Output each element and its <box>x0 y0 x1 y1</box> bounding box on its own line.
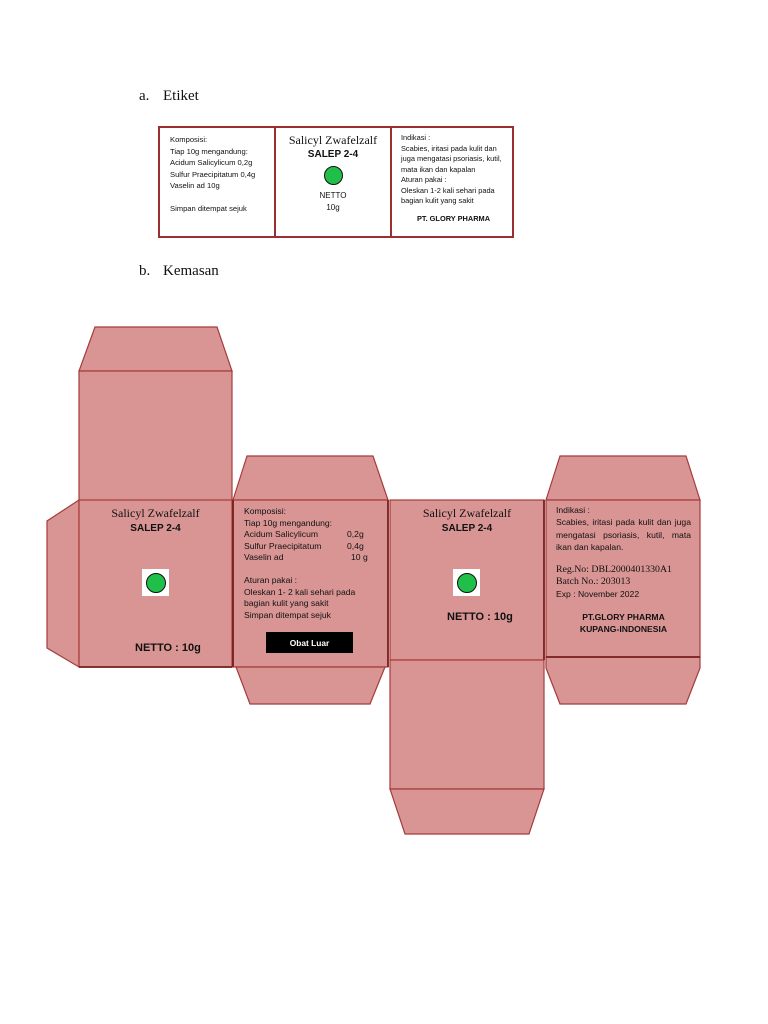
komposisi-line: Tiap 10g mengandung: <box>170 146 248 156</box>
brand-name: Salicyl Zwafelzalf <box>422 506 512 520</box>
reg-number: Reg.No: DBL2000401330A1 <box>556 563 672 575</box>
back-panel-text: Salicyl Zwafelzalf SALEP 2-4 <box>390 506 544 534</box>
back-bottom-flap <box>389 788 545 835</box>
side-right-top-flap <box>545 455 701 501</box>
brand-name: Salicyl Zwafelzalf <box>288 133 378 147</box>
aturan-line: Oleskan 1- 2 kali sehari pada <box>244 586 356 597</box>
product-name: SALEP 2-4 <box>307 149 359 160</box>
ingredient-qty: 10 g <box>351 552 368 563</box>
aturan-line: bagian kulit yang sakit <box>244 598 329 609</box>
green-circle-icon <box>456 572 477 593</box>
front-top-panel <box>78 370 233 502</box>
ingredient-row: Sulfur Praecipitatum 0,4g <box>244 541 380 553</box>
ingredient-qty: 0,4g <box>347 540 364 551</box>
ingredient-name: Sulfur Praecipitatum <box>244 540 322 551</box>
netto-value: 10g <box>326 203 340 212</box>
expiry-date: Exp : November 2022 <box>556 589 640 600</box>
front-panel-text: Salicyl Zwafelzalf SALEP 2-4 <box>79 506 232 534</box>
ingredient-name: Acidum Salicylicum <box>244 529 319 540</box>
komposisi-line: Vaselin ad 10g <box>170 181 220 190</box>
green-circle-icon <box>323 166 343 185</box>
product-name: SALEP 2-4 <box>441 523 493 534</box>
side-left-panel-text: Komposisi: Tiap 10g mengandung: Acidum S… <box>244 506 380 621</box>
heading-title: Kemasan <box>163 263 219 279</box>
spacer <box>556 554 691 564</box>
green-circle-icon <box>145 572 166 593</box>
side-left-top-flap <box>232 455 389 501</box>
company-name: PT.GLORY PHARMA <box>582 611 665 622</box>
back-bottom-panel <box>389 659 545 790</box>
glue-flap <box>46 498 80 669</box>
komposisi-line: Sulfur Praecipitatum 0,4g <box>170 169 256 179</box>
spacer <box>244 564 380 575</box>
batch-number: Batch No.: 203013 <box>556 576 631 588</box>
ingredient-row: Vaselin ad 10 g <box>244 552 380 564</box>
company-name: PT. GLORY PHARMA <box>416 213 491 223</box>
front-top-flap <box>78 326 233 372</box>
front-dot-box <box>142 569 169 596</box>
ingredient-name: Vaselin ad <box>244 552 284 563</box>
heading-letter: a. <box>139 88 150 104</box>
komposisi-line: Acidum Salicylicum 0,2g <box>170 158 253 167</box>
side-right-bottom-flap <box>545 656 701 705</box>
indikasi-title: Indikasi : <box>401 133 431 142</box>
brand-name: Salicyl Zwafelzalf <box>111 506 200 520</box>
company-location: KUPANG-INDONESIA <box>579 624 668 635</box>
heading-letter: b. <box>139 263 151 279</box>
aturan-text: Oleskan 1-2 kali sehari pada bagian kuli… <box>401 185 495 206</box>
netto-label: NETTO <box>319 191 347 200</box>
ingredient-row: Acidum Salicylicum 0,2g <box>244 529 380 541</box>
side-right-panel <box>545 499 701 658</box>
etiket-label: Komposisi: Tiap 10g mengandung: Acidum S… <box>158 126 514 238</box>
komposisi-title: Komposisi: <box>244 506 287 516</box>
side-left-bottom-flap <box>235 666 386 705</box>
heading-title: Etiket <box>163 88 199 104</box>
product-name: SALEP 2-4 <box>130 523 181 534</box>
aturan-title: Aturan pakai : <box>401 175 447 184</box>
etiket-brand-column: Salicyl Zwafelzalf SALEP 2-4 NETTO 10g <box>274 128 390 236</box>
etiket-komposisi-column: Komposisi: Tiap 10g mengandung: Acidum S… <box>160 128 274 236</box>
indikasi-text: Scabies, iritasi pada kulit dan juga men… <box>556 517 691 553</box>
spacer <box>556 601 691 611</box>
komposisi-line: Tiap 10g mengandung: <box>244 517 333 528</box>
indikasi-title: Indikasi : <box>556 505 590 515</box>
netto-label: NETTO : 10g <box>135 642 201 654</box>
netto-label: NETTO : 10g <box>447 611 513 623</box>
aturan-title: Aturan pakai : <box>244 574 298 585</box>
side-right-panel-text: Indikasi : Scabies, iritasi pada kulit d… <box>556 504 691 636</box>
etiket-indikasi-column: Indikasi : Scabies, iritasi pada kulit d… <box>390 128 512 236</box>
heading-kemasan: b. Kemasan <box>139 263 219 280</box>
indikasi-text: Scabies, iritasi pada kulit dan juga men… <box>401 143 502 174</box>
back-dot-box <box>453 569 480 596</box>
obat-luar-badge: Obat Luar <box>266 632 353 653</box>
storage-note: Simpan ditempat sejuk <box>170 203 247 213</box>
komposisi-title: Komposisi: <box>170 135 208 144</box>
heading-etiket: a. Etiket <box>139 88 199 105</box>
ingredient-qty: 0,2g <box>347 529 364 540</box>
storage-note: Simpan ditempat sejuk <box>244 609 331 620</box>
